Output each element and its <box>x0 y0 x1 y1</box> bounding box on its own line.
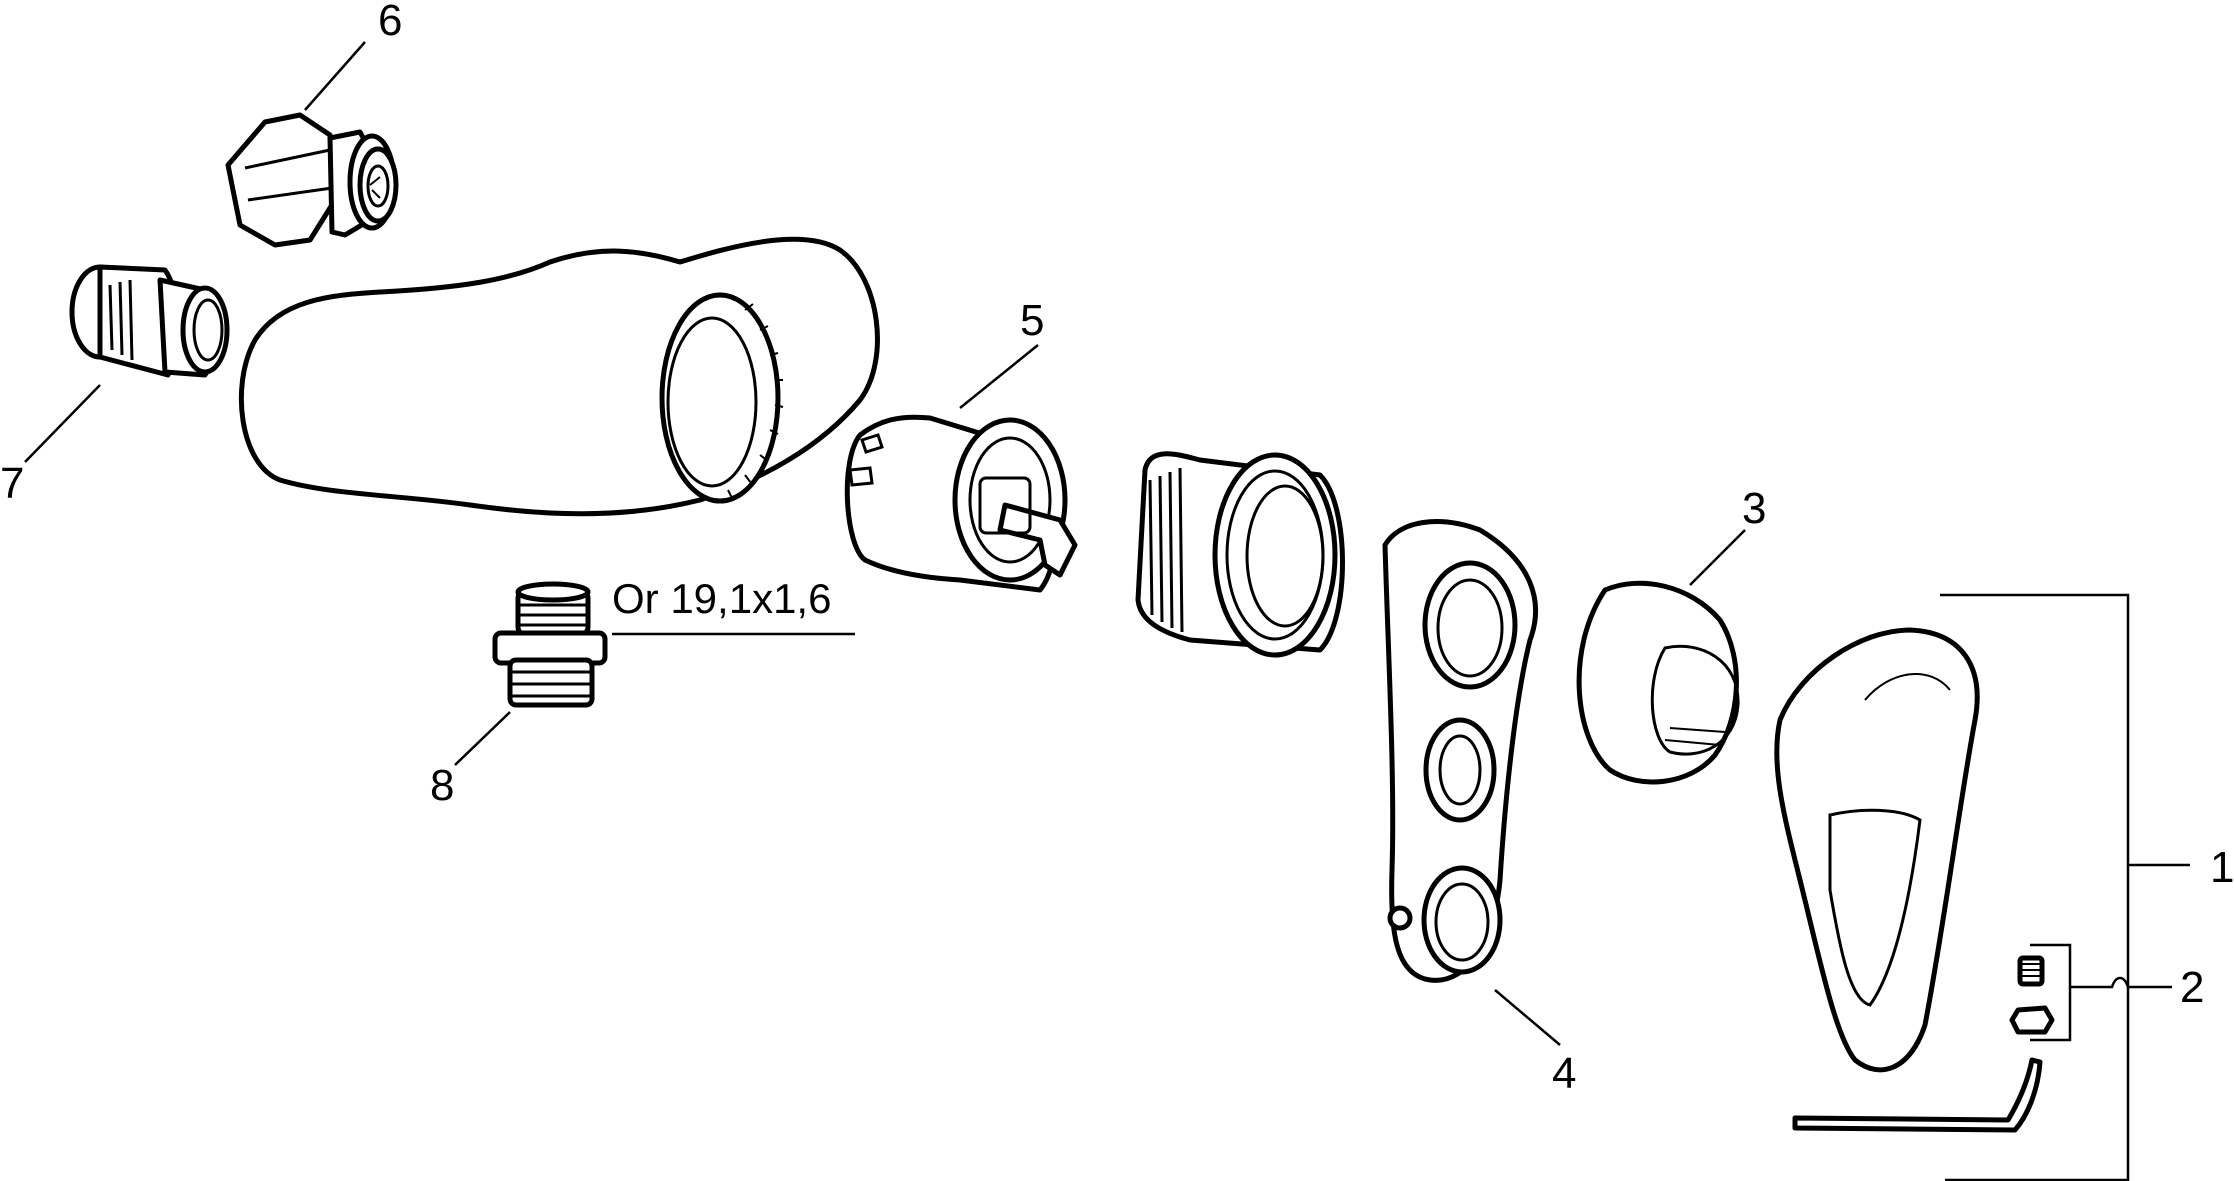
part-6-union-nut <box>225 112 399 248</box>
part-2-screw-set <box>1792 955 2055 1133</box>
callout-4: 4 <box>1552 1049 1576 1098</box>
part-1-handle <box>1774 627 1980 1073</box>
callout-8: 8 <box>430 761 454 810</box>
part-5-cartridge <box>844 414 1078 593</box>
callout-2: 2 <box>2180 963 2204 1012</box>
callout-5: 5 <box>1020 296 1044 345</box>
part-7-threaded-adapter <box>69 264 230 378</box>
part-8-fitting <box>492 581 608 708</box>
threaded-sleeve <box>1135 451 1345 658</box>
callout-6: 6 <box>378 0 402 45</box>
leader-lines <box>24 41 2190 1181</box>
callout-1: 1 <box>2210 843 2234 892</box>
callout-7: 7 <box>0 459 24 508</box>
spout-body <box>238 236 880 517</box>
callout-3: 3 <box>1742 484 1766 533</box>
part-3-cap <box>1576 580 1740 785</box>
oring-note: Or 19,1x1,6 <box>612 575 831 622</box>
part-4-lever-link <box>1382 519 1539 983</box>
